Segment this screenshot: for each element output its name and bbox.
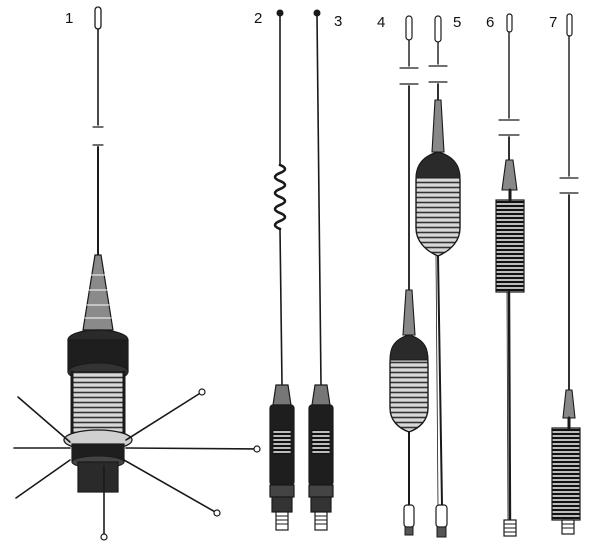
antenna-2 — [269, 9, 295, 531]
label-antenna-6: 6 — [486, 14, 495, 31]
antenna-1 — [13, 6, 261, 541]
label-antenna-5: 5 — [453, 14, 462, 31]
antenna-5 — [415, 15, 461, 538]
antenna-6 — [495, 13, 525, 537]
label-antenna-2: 2 — [254, 10, 263, 27]
antenna-3 — [308, 9, 334, 531]
label-antenna-3: 3 — [334, 13, 343, 30]
antenna-4 — [389, 15, 429, 536]
label-antenna-4: 4 — [377, 14, 386, 31]
label-antenna-7: 7 — [549, 14, 558, 31]
label-antenna-1: 1 — [65, 10, 74, 27]
antenna-7 — [551, 13, 581, 535]
